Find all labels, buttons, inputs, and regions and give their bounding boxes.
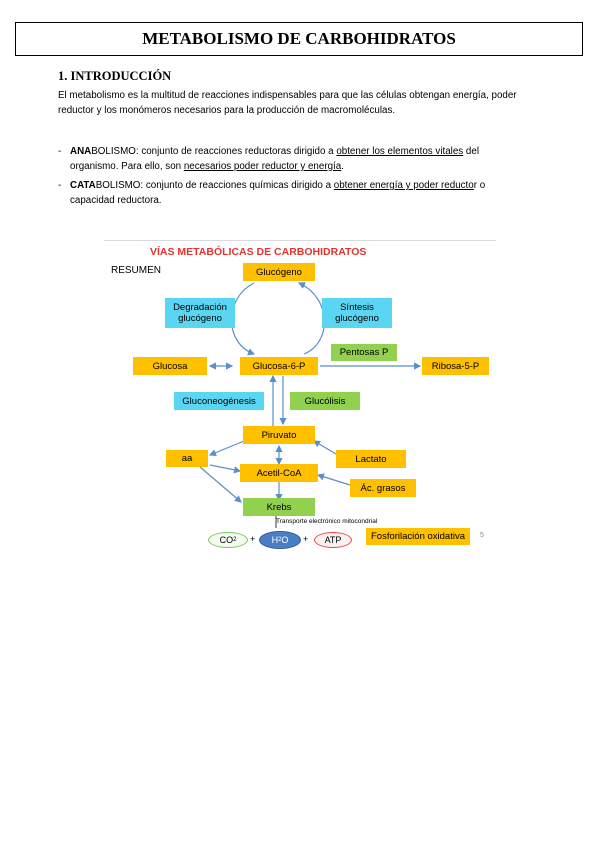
term-rest: BOLISMO — [91, 146, 136, 157]
def-underline-2: necesarios poder reductor y energía — [183, 161, 342, 172]
slide-page-number: 5 — [480, 532, 484, 539]
bullet-dash: - — [58, 180, 62, 191]
bullet-anabolismo: - ANABOLISMO: conjunto de reacciones red… — [58, 144, 548, 174]
node-glucosa: Glucosa — [133, 357, 207, 375]
pill-atp: ATP — [314, 532, 352, 548]
intro-line-2: reductor y los monómeros necesarios para… — [58, 105, 396, 116]
diagram-arrows — [199, 282, 422, 528]
node-glucosa-6-p: Glucosa-6-P — [240, 357, 318, 375]
node-degradacion-glucogeno: Degradación glucógeno — [165, 298, 235, 328]
term-bold: ANA — [70, 146, 92, 157]
bullet-dash: - — [58, 146, 62, 157]
diagram-title: VÍAS METABÓLICAS DE CARBOHIDRATOS — [150, 246, 367, 258]
node-krebs: Krebs — [243, 498, 315, 516]
synthesis-arc — [297, 282, 325, 355]
h2o-sub: 2 — [278, 537, 282, 543]
page-title: METABOLISMO DE CARBOHIDRATOS — [15, 22, 583, 56]
def-pre: : conjunto de reacciones químicas dirigi… — [140, 180, 334, 191]
term-rest: BOLISMO — [95, 180, 141, 191]
def-underline-1: obtener energía y poder reducto — [333, 180, 474, 191]
label-transporte: Transporte electrónico mitocondrial — [276, 518, 378, 525]
node-ac-grasos: Ác. grasos — [350, 479, 416, 497]
bullet-catabolismo: - CATABOLISMO: conjunto de reacciones qu… — [58, 178, 548, 208]
node-glucolisis: Glucólisis — [290, 392, 360, 410]
node-pentosas-p: Pentosas P — [331, 344, 397, 361]
node-piruvato: Piruvato — [243, 426, 315, 444]
node-acetil-coa: Acetil-CoA — [240, 464, 318, 482]
diagram-resumen-label: RESUMEN — [111, 265, 162, 276]
def-pre: : conjunto de reacciones reductoras diri… — [135, 146, 337, 157]
co2-sub: 2 — [233, 537, 237, 543]
intro-paragraph: El metabolismo es la multitud de reaccio… — [58, 88, 548, 118]
node-sintesis-glucogeno: Síntesis glucógeno — [322, 298, 392, 328]
node-glucogeno: Glucógeno — [243, 263, 315, 281]
def-line2-pre: capacidad reductora. — [70, 195, 162, 206]
def-mid: del — [463, 146, 479, 157]
metabolic-pathways-diagram: VÍAS METABÓLICAS DE CARBOHIDRATOS RESUME… — [104, 238, 496, 550]
def-line2-pre: organismo. Para ello, son — [70, 161, 184, 172]
def-underline-1: obtener los elementos vitales — [336, 146, 464, 157]
node-fosforilacion-oxidativa: Fosforilación oxidativa — [366, 528, 470, 545]
section-heading: 1. INTRODUCCIÓN — [58, 69, 172, 83]
h2o-o: O — [281, 535, 289, 545]
term-bold: CATA — [70, 180, 96, 191]
plus-1: + — [250, 534, 256, 544]
def-mid: r o — [473, 180, 486, 191]
co2-text: CO — [219, 535, 234, 545]
h2o-h: H — [271, 535, 279, 545]
node-lactato: Lactato — [336, 450, 406, 468]
plus-2: + — [303, 534, 309, 544]
diagram-top-rule — [104, 240, 496, 241]
node-ribosa-5-p: Ribosa-5-P — [422, 357, 489, 375]
def-line2-post: . — [341, 161, 344, 172]
node-gluconeogenesis: Gluconeogénesis — [174, 392, 264, 410]
node-aa: aa — [166, 450, 208, 467]
intro-line-1: El metabolismo es la multitud de reaccio… — [58, 90, 517, 101]
